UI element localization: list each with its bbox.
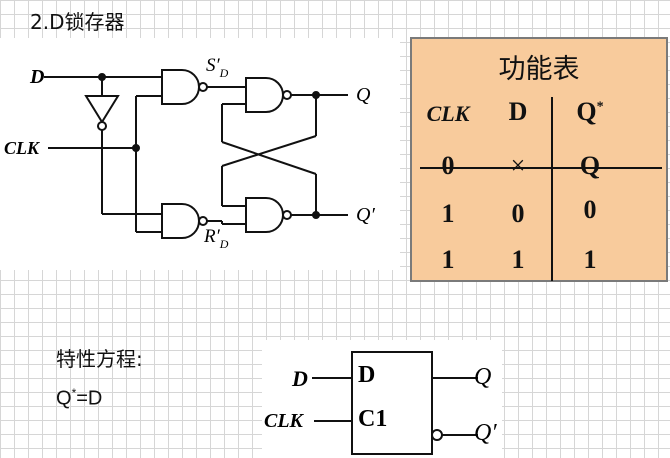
row3-clk: 1 bbox=[441, 245, 455, 274]
inverter-bubble bbox=[97, 121, 107, 131]
function-table: 功能表 CLK D Q* 0 × Q 1 0 0 1 1 1 bbox=[410, 37, 668, 282]
function-table-title: 功能表 bbox=[498, 54, 580, 85]
nand-gate-upper-output bbox=[245, 77, 284, 113]
equation-label: 特性方程: bbox=[56, 347, 143, 371]
pin-d-label: D bbox=[358, 362, 376, 388]
symbol-q-output-label: Q bbox=[474, 364, 492, 390]
pin-c1-label: C1 bbox=[358, 406, 388, 432]
q-output-label: Q bbox=[356, 84, 371, 106]
nand-gate-lower-output bbox=[245, 197, 284, 233]
q-prime-output-label: Q′ bbox=[356, 204, 375, 226]
nand-gate-lower-input bbox=[161, 203, 200, 239]
symbol-q-prime-bubble bbox=[431, 429, 443, 441]
nand-gate-upper-input bbox=[161, 69, 200, 105]
row3-d: 1 bbox=[511, 245, 525, 274]
set-label: S′D bbox=[206, 55, 229, 80]
symbol-d-input-label: D bbox=[292, 366, 308, 391]
row1-clk: 0 bbox=[441, 151, 455, 180]
d-input-label: D bbox=[30, 66, 45, 88]
row1-d: × bbox=[510, 151, 526, 180]
latch-block bbox=[351, 351, 433, 455]
row2-q: 0 bbox=[583, 195, 597, 224]
clk-input-label: CLK bbox=[4, 138, 40, 158]
reset-label: R′D bbox=[204, 226, 229, 251]
table-divider-vertical bbox=[551, 97, 553, 281]
header-q-star: Q* bbox=[576, 97, 604, 126]
characteristic-equation: Q*=D bbox=[56, 386, 103, 410]
inverter-gate bbox=[84, 95, 120, 124]
symbol-clk-input-label: CLK bbox=[264, 410, 303, 432]
d-latch-circuit: D CLK Q Q′ S′D R′D bbox=[0, 38, 400, 270]
row3-q: 1 bbox=[583, 245, 597, 274]
symbol-q-prime-output-label: Q′ bbox=[474, 420, 497, 446]
header-d: D bbox=[508, 97, 528, 126]
row1-q: Q bbox=[579, 151, 601, 180]
header-clk: CLK bbox=[426, 101, 470, 126]
d-latch-symbol: D CLK D C1 Q Q′ bbox=[262, 340, 502, 458]
row2-clk: 1 bbox=[441, 199, 455, 228]
section-heading: 2.D锁存器 bbox=[30, 10, 125, 34]
row2-d: 0 bbox=[511, 199, 525, 228]
table-divider-horizontal bbox=[420, 167, 662, 169]
